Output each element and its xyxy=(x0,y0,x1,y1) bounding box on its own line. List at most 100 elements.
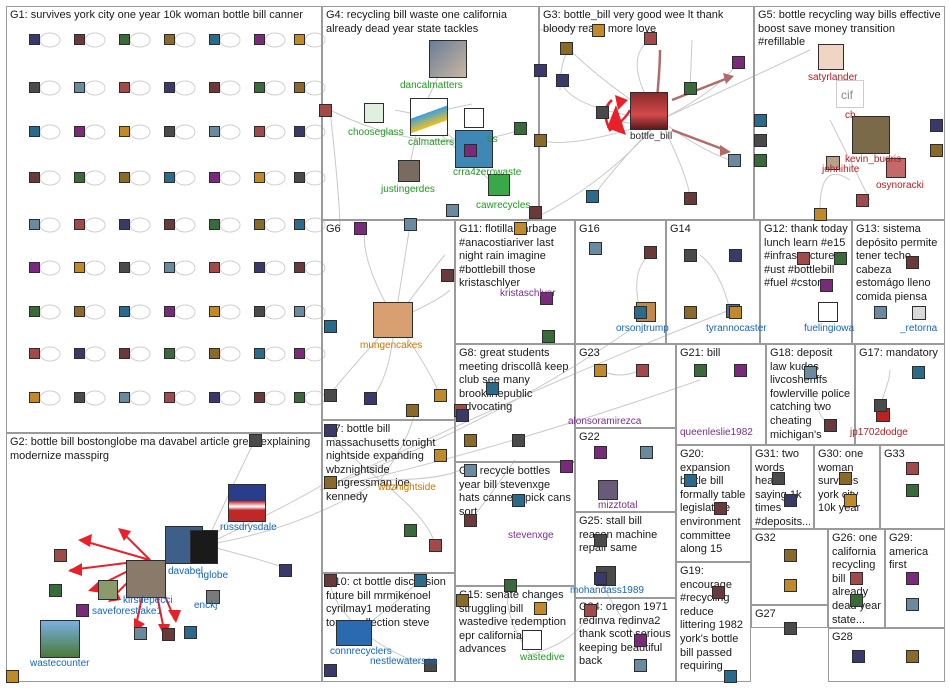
graph-node[interactable] xyxy=(734,364,747,377)
label-dancalmatters[interactable]: dancalmatters xyxy=(400,80,463,91)
label-kristaschlyer[interactable]: kristaschlyer xyxy=(500,288,556,299)
graph-node[interactable] xyxy=(424,659,437,672)
graph-node[interactable] xyxy=(784,494,797,507)
graph-node[interactable] xyxy=(134,627,147,640)
graph-node[interactable] xyxy=(404,218,417,231)
label-osynoracki[interactable]: osynoracki xyxy=(876,180,924,191)
isolate-node[interactable] xyxy=(119,262,130,273)
node-cawrecycles[interactable] xyxy=(488,174,510,196)
isolate-node[interactable] xyxy=(164,262,175,273)
isolate-node[interactable] xyxy=(209,392,220,403)
graph-node[interactable] xyxy=(930,144,943,157)
label-queenleslie1982[interactable]: queenleslie1982 xyxy=(680,427,753,438)
isolate-node[interactable] xyxy=(119,392,130,403)
graph-node[interactable] xyxy=(712,586,725,599)
label-justingerdes[interactable]: justingerdes xyxy=(381,184,435,195)
graph-node[interactable] xyxy=(906,650,919,663)
graph-node[interactable] xyxy=(560,460,573,473)
graph-node[interactable] xyxy=(540,292,553,305)
isolate-node[interactable] xyxy=(294,82,305,93)
isolate-node[interactable] xyxy=(29,82,40,93)
graph-node[interactable] xyxy=(324,389,337,402)
graph-node[interactable] xyxy=(594,364,607,377)
graph-node[interactable] xyxy=(684,474,697,487)
node-recycle-logo[interactable] xyxy=(464,108,484,128)
graph-node[interactable] xyxy=(784,579,797,592)
graph-node[interactable] xyxy=(754,154,767,167)
graph-node[interactable] xyxy=(464,464,477,477)
isolate-node[interactable] xyxy=(29,126,40,137)
isolate-node[interactable] xyxy=(74,219,85,230)
graph-node[interactable] xyxy=(49,584,62,597)
label-nestlewatersna[interactable]: nestlewatersna xyxy=(370,656,438,667)
graph-node[interactable] xyxy=(754,114,767,127)
graph-node[interactable] xyxy=(504,579,517,592)
isolate-node[interactable] xyxy=(294,348,305,359)
isolate-node[interactable] xyxy=(209,219,220,230)
graph-node[interactable] xyxy=(534,64,547,77)
graph-node[interactable] xyxy=(930,119,943,132)
graph-node[interactable] xyxy=(594,534,607,547)
isolate-node[interactable] xyxy=(74,172,85,183)
graph-node[interactable] xyxy=(754,134,767,147)
isolate-node[interactable] xyxy=(294,172,305,183)
graph-node[interactable] xyxy=(184,626,197,639)
graph-node[interactable] xyxy=(434,389,447,402)
graph-node[interactable] xyxy=(534,134,547,147)
graph-node[interactable] xyxy=(644,246,657,259)
isolate-node[interactable] xyxy=(119,126,130,137)
label-alonsoramirezca[interactable]: alonsoramirezca xyxy=(568,416,642,427)
graph-node[interactable] xyxy=(728,154,741,167)
graph-node[interactable] xyxy=(249,434,262,447)
label-cawrecycles[interactable]: cawrecycles xyxy=(476,200,531,211)
label-stevenxge[interactable]: stevenxge xyxy=(508,530,554,541)
label-orsonjtrump[interactable]: orsonjtrump xyxy=(616,323,669,334)
label-calmatters[interactable]: calmatters xyxy=(408,137,455,148)
graph-node[interactable] xyxy=(912,366,925,379)
graph-node[interactable] xyxy=(906,572,919,585)
label-jp1702dodge[interactable]: jp1702dodge xyxy=(850,427,908,438)
label-chooseglass[interactable]: chooseglass xyxy=(348,127,404,138)
isolate-node[interactable] xyxy=(164,126,175,137)
isolate-node[interactable] xyxy=(164,82,175,93)
graph-node[interactable] xyxy=(644,32,657,45)
graph-node[interactable] xyxy=(560,42,573,55)
graph-node[interactable] xyxy=(729,249,742,262)
label-davabel[interactable]: davabel xyxy=(168,566,204,577)
graph-node[interactable] xyxy=(804,366,817,379)
node-russdrysdale[interactable] xyxy=(228,484,266,522)
graph-node[interactable] xyxy=(850,594,863,607)
isolate-node[interactable] xyxy=(119,348,130,359)
isolate-node[interactable] xyxy=(254,82,265,93)
isolate-node[interactable] xyxy=(294,126,305,137)
graph-node[interactable] xyxy=(514,222,527,235)
graph-node[interactable] xyxy=(456,409,469,422)
graph-node[interactable] xyxy=(54,549,67,562)
node-osynoracki[interactable] xyxy=(886,158,906,178)
graph-node[interactable] xyxy=(684,192,697,205)
graph-node[interactable] xyxy=(414,574,427,587)
graph-node[interactable] xyxy=(724,670,737,683)
label-wastecounter[interactable]: wastecounter xyxy=(30,658,90,669)
graph-node[interactable] xyxy=(434,449,447,462)
node-connrecyclers[interactable] xyxy=(336,620,372,646)
graph-node[interactable] xyxy=(529,206,542,219)
graph-node[interactable] xyxy=(784,549,797,562)
node-kirstiepecci[interactable] xyxy=(126,560,166,598)
isolate-node[interactable] xyxy=(164,172,175,183)
graph-node[interactable] xyxy=(324,574,337,587)
graph-node[interactable] xyxy=(324,664,337,677)
label-wbznightside[interactable]: wbznightside xyxy=(378,482,436,493)
isolate-node[interactable] xyxy=(164,34,175,45)
graph-node[interactable] xyxy=(844,494,857,507)
graph-node[interactable] xyxy=(406,404,419,417)
isolate-node[interactable] xyxy=(254,126,265,137)
node-bostonglobe[interactable] xyxy=(190,530,218,564)
graph-node[interactable] xyxy=(556,74,569,87)
graph-node[interactable] xyxy=(906,256,919,269)
graph-node[interactable] xyxy=(596,106,609,119)
isolate-node[interactable] xyxy=(209,172,220,183)
graph-node[interactable] xyxy=(824,419,837,432)
isolate-node[interactable] xyxy=(164,219,175,230)
node-johnihite[interactable] xyxy=(826,156,840,170)
